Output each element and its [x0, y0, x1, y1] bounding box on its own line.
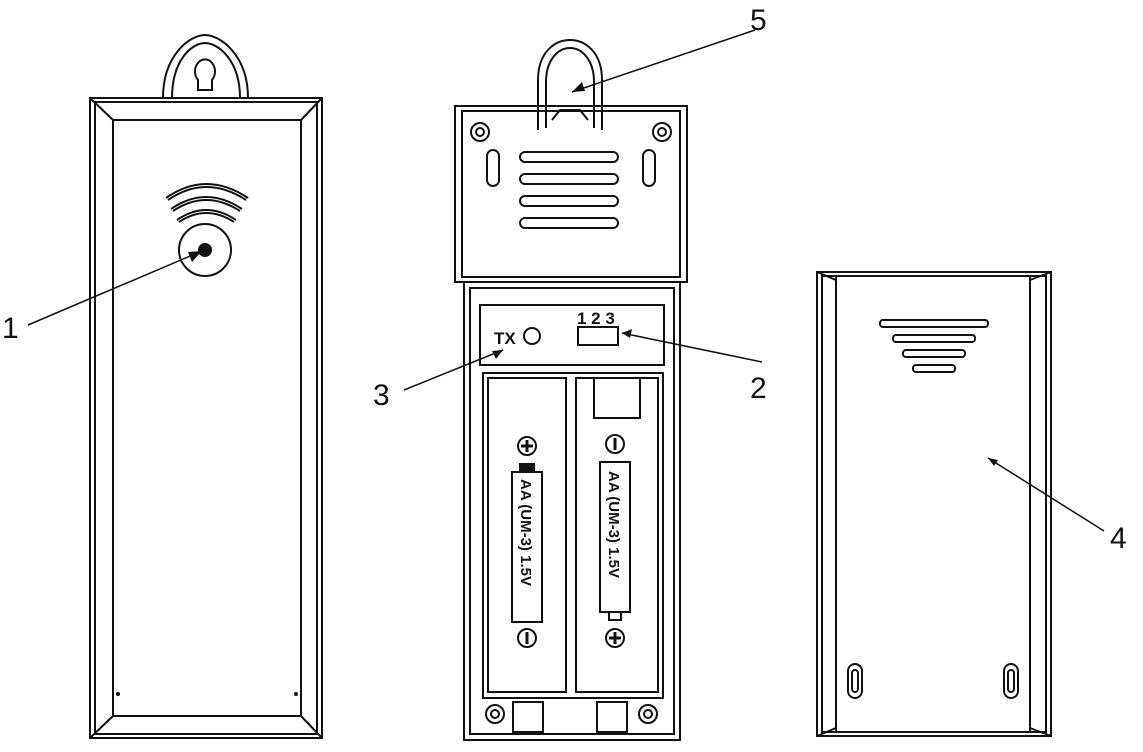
leader-lines	[27, 29, 1105, 532]
callout-3: 3	[373, 379, 390, 412]
callout-2: 2	[750, 372, 767, 405]
battery-left-label: AA (UM-3) 1.5V	[517, 479, 534, 586]
minus-icon	[517, 628, 537, 648]
callout-1: 1	[2, 312, 19, 345]
leader-line-4	[987, 457, 1105, 532]
battery-right-label: AA (UM-3) 1.5V	[605, 471, 622, 578]
back-hanging-loop	[537, 38, 603, 130]
sensor-lens	[178, 223, 232, 277]
callout-4: 4	[1110, 522, 1127, 555]
channel-label: 1 2 3	[577, 309, 615, 328]
grip-lines	[879, 319, 989, 373]
front-outer-frame	[89, 97, 323, 739]
tx-led	[523, 327, 541, 345]
leader-line-3	[403, 349, 504, 391]
plus-icon	[605, 628, 625, 648]
plus-icon	[517, 436, 537, 456]
callout-5: 5	[750, 4, 767, 37]
battery-bay-right	[575, 377, 659, 693]
battery-compartment-unit	[454, 38, 688, 741]
front-housing	[89, 33, 323, 739]
front-panel	[112, 119, 302, 717]
battery-bay-left	[487, 377, 567, 693]
minus-icon	[605, 434, 625, 454]
control-panel	[479, 304, 665, 366]
leader-line-1	[27, 250, 203, 326]
vent-slots	[519, 151, 619, 229]
channel-switch	[577, 326, 619, 346]
tx-label: TX	[494, 329, 516, 348]
leader-line-5	[571, 29, 756, 93]
battery-cover	[816, 271, 1052, 737]
front-hanging-loop	[162, 33, 249, 99]
leader-line-2	[621, 332, 763, 363]
signal-wave-icon	[165, 183, 249, 223]
front-keyhole	[194, 58, 216, 91]
